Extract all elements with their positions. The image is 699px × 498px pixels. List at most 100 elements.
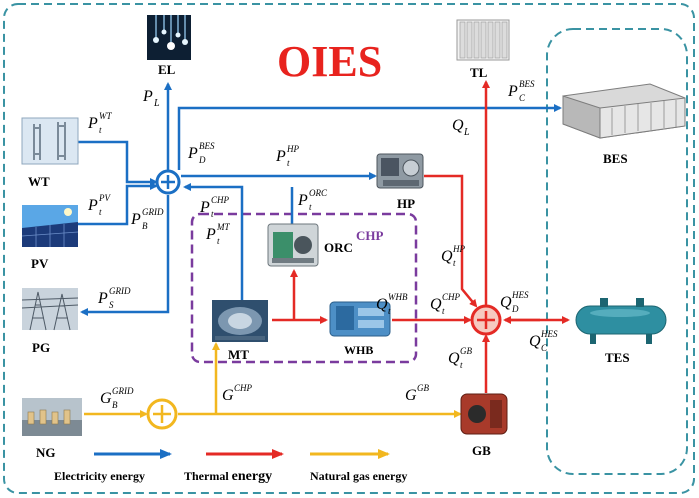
svg-text:L: L <box>153 98 160 109</box>
var-pcbes: P BES C <box>507 79 535 103</box>
thermal-hub <box>470 304 502 336</box>
var-qwhb: Q WHB t <box>376 292 408 316</box>
svg-text:HP: HP <box>286 144 299 154</box>
thermal-lines <box>272 80 570 393</box>
svg-text:PV: PV <box>98 193 111 203</box>
node-gb: GB <box>472 443 491 458</box>
node-tl: TL <box>470 65 488 80</box>
svg-text:G: G <box>222 387 234 404</box>
var-psgrid: P GRID S <box>97 286 131 310</box>
legend-thermal-label: Thermal energy <box>184 469 272 484</box>
svg-text:WHB: WHB <box>388 292 408 302</box>
svg-text:HES: HES <box>511 290 529 300</box>
svg-text:GRID: GRID <box>142 207 164 217</box>
svg-text:t: t <box>211 209 214 219</box>
var-pbgrid: P GRID B <box>130 207 164 231</box>
svg-text:P: P <box>87 197 98 214</box>
svg-text:GRID: GRID <box>109 286 131 296</box>
svg-text:t: t <box>309 202 312 212</box>
node-chp: CHP <box>356 228 384 243</box>
svg-text:Q: Q <box>430 296 442 313</box>
svg-text:P: P <box>205 226 216 243</box>
var-gbgrid: G GRID B <box>100 386 134 410</box>
svg-text:Q: Q <box>452 117 464 134</box>
svg-text:C: C <box>519 93 526 103</box>
svg-text:P: P <box>275 148 286 165</box>
svg-text:C: C <box>541 343 548 353</box>
var-pdbes: P BES D <box>187 141 215 165</box>
node-mt: MT <box>228 347 249 362</box>
storage-frame <box>546 28 688 475</box>
node-hp: HP <box>397 196 415 211</box>
svg-text:Q: Q <box>529 333 541 350</box>
electric-lines <box>78 82 562 316</box>
svg-text:P: P <box>97 290 108 307</box>
legend-thermal-word1: Thermal <box>184 469 232 483</box>
svg-text:B: B <box>112 400 118 410</box>
legend-gas-label: Natural gas energy <box>310 469 407 483</box>
pv-icon <box>21 205 79 247</box>
svg-text:Q: Q <box>448 350 460 367</box>
gas-hub <box>146 398 178 430</box>
orc-icon <box>267 223 319 267</box>
svg-text:P: P <box>142 88 153 105</box>
legend: Electricity energy Thermal energy Natura… <box>54 449 407 484</box>
legend-electric-label: Electricity energy <box>54 469 145 483</box>
var-pchp: P CHP t <box>199 195 230 219</box>
svg-text:HP: HP <box>452 244 465 254</box>
svg-text:HES: HES <box>540 329 558 339</box>
wt-icon <box>21 117 79 165</box>
node-whb: WHB <box>344 343 373 357</box>
var-pmt: P MT t <box>205 222 230 246</box>
node-ng: NG <box>36 445 56 460</box>
var-porc: P ORC t <box>297 188 328 212</box>
var-ggb: G GB <box>405 383 429 404</box>
gas-lines <box>84 342 462 418</box>
svg-text:BES: BES <box>199 141 215 151</box>
var-ppv: P PV t <box>87 193 111 217</box>
node-wt: WT <box>28 174 50 189</box>
svg-text:P: P <box>187 145 198 162</box>
svg-text:P: P <box>87 115 98 132</box>
svg-text:GB: GB <box>417 383 429 393</box>
svg-text:D: D <box>198 155 206 165</box>
var-qchp: Q CHP t <box>430 292 461 316</box>
var-gchp: G CHP <box>222 383 253 404</box>
svg-text:GB: GB <box>460 346 472 356</box>
svg-text:t: t <box>99 207 102 217</box>
line-bus-to-pg <box>80 195 170 316</box>
node-tes: TES <box>605 350 630 365</box>
svg-text:L: L <box>463 127 470 138</box>
svg-text:D: D <box>511 304 519 314</box>
line-pv-to-bus <box>78 182 158 226</box>
var-pwt: P WT t <box>87 111 112 135</box>
svg-text:B: B <box>142 221 148 231</box>
var-qhp: Q HP t <box>441 244 465 268</box>
electric-bus <box>155 169 181 195</box>
node-pg: PG <box>32 340 50 355</box>
hp-icon <box>376 153 424 189</box>
tl-icon <box>456 19 510 61</box>
ng-icon <box>22 398 82 436</box>
legend-thermal-word2: energy <box>232 469 272 484</box>
svg-text:P: P <box>507 83 518 100</box>
svg-text:S: S <box>109 300 114 310</box>
page-title: OIES <box>277 37 382 86</box>
svg-text:P: P <box>130 211 141 228</box>
svg-text:Q: Q <box>376 296 388 313</box>
node-orc: ORC <box>324 240 353 255</box>
svg-text:GRID: GRID <box>112 386 134 396</box>
var-qdhes: Q HES D <box>500 290 529 314</box>
svg-text:G: G <box>405 387 417 404</box>
svg-text:t: t <box>217 236 220 246</box>
node-bes: BES <box>603 151 628 166</box>
pg-icon <box>21 288 79 331</box>
node-el: EL <box>158 62 176 77</box>
outer-frame <box>3 3 695 494</box>
line-wt-to-bus <box>78 140 158 186</box>
line-bus-to-bes <box>177 104 562 170</box>
node-pv: PV <box>31 256 49 271</box>
var-ql: Q L <box>452 117 470 138</box>
